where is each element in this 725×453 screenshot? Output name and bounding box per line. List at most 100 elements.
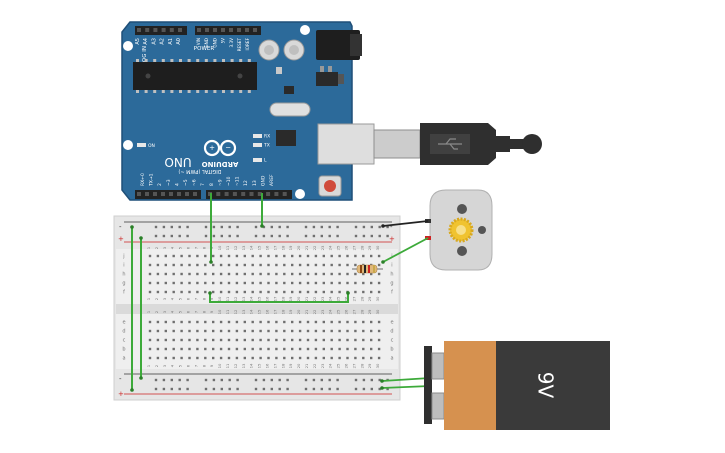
wires xyxy=(130,193,431,392)
reset-button-cap[interactable] xyxy=(324,180,336,192)
header-pin xyxy=(161,28,166,32)
row-label: g xyxy=(390,281,393,287)
column-label: 1 xyxy=(146,310,151,313)
column-label: 17 xyxy=(272,245,277,250)
column-label: 7 xyxy=(193,310,198,313)
wire-motor-positive[interactable] xyxy=(382,237,429,263)
column-label: 9 xyxy=(209,310,214,313)
column-label: 10 xyxy=(217,363,222,368)
header-pin xyxy=(257,192,262,196)
breadboard-labels: 1111222233334444555566667777888899991010… xyxy=(122,245,393,368)
row-label: i xyxy=(391,263,392,269)
column-label: 13 xyxy=(241,296,246,301)
header-pin xyxy=(245,28,249,32)
digital-pin-label: ~5 xyxy=(183,179,189,186)
row-label: e xyxy=(390,320,393,326)
column-label: 13 xyxy=(241,309,246,314)
column-label: 20 xyxy=(296,296,301,301)
battery-clip xyxy=(424,346,432,424)
wire-battery-negative[interactable] xyxy=(381,377,431,382)
digital-pin-label: 4 xyxy=(174,183,180,186)
row-label: j xyxy=(122,254,124,260)
column-label: 12 xyxy=(233,363,238,368)
header-pin xyxy=(197,28,201,32)
header-pin xyxy=(274,192,279,196)
digital-pin-label: 7 xyxy=(200,183,206,186)
header-pin xyxy=(178,28,182,32)
row-label: d xyxy=(122,329,125,335)
analog-header xyxy=(135,26,187,35)
microcontroller-chip xyxy=(133,62,257,90)
header-pin xyxy=(205,28,209,32)
analog-pin-label: A3 xyxy=(151,38,157,45)
l-label: L xyxy=(264,158,267,164)
column-label: 28 xyxy=(359,296,364,301)
column-label: 27 xyxy=(351,309,356,314)
row-label: f xyxy=(123,290,125,296)
column-label: 24 xyxy=(328,309,333,314)
digital-pin-label: GND xyxy=(260,175,266,186)
column-label: 6 xyxy=(186,297,191,300)
header-pin xyxy=(224,192,229,196)
digital-header-label: DIGITAL (PWM ~) xyxy=(178,168,221,174)
column-label: 10 xyxy=(217,245,222,250)
column-label: 1 xyxy=(146,246,151,249)
rail-label-plus: + xyxy=(118,235,124,243)
digital-pin-label: ~3 xyxy=(166,179,172,186)
header-pin xyxy=(241,192,246,196)
row-label: h xyxy=(390,272,393,278)
column-label: 20 xyxy=(296,245,301,250)
digital-pin-label: 13 xyxy=(252,180,258,186)
column-label: 6 xyxy=(186,364,191,367)
wire-battery-positive[interactable] xyxy=(381,385,431,389)
row-label: b xyxy=(122,347,125,353)
breadboard-holes xyxy=(148,225,389,391)
rx-label: RX xyxy=(264,134,270,140)
column-label: 2 xyxy=(154,364,159,367)
battery-9v[interactable]: 9V xyxy=(424,341,610,430)
column-label: 16 xyxy=(265,296,270,301)
dc-motor[interactable] xyxy=(425,189,493,271)
breadboard[interactable]: - + - + - + 1111222233334444555566667777… xyxy=(113,215,401,401)
column-label: 22 xyxy=(312,309,317,314)
brand-label: ARDUINO xyxy=(202,160,239,168)
wire-motor-negative[interactable] xyxy=(382,220,429,227)
column-label: 24 xyxy=(328,296,333,301)
column-label: 25 xyxy=(336,363,341,368)
column-label: 14 xyxy=(249,309,254,314)
header-pin xyxy=(161,192,165,196)
column-label: 13 xyxy=(241,245,246,250)
motor-shaft-gear-icon xyxy=(448,217,474,243)
column-label: 22 xyxy=(312,363,317,368)
power-pin-label: 3.3V xyxy=(229,38,234,48)
usb-cable[interactable] xyxy=(373,123,542,165)
column-label: 19 xyxy=(288,296,293,301)
mounting-hole xyxy=(295,189,305,199)
mounting-hole xyxy=(123,41,133,51)
power-pin-label: IOREF xyxy=(245,37,250,50)
analog-pin-label: A2 xyxy=(160,38,166,45)
rail-label-plus: + xyxy=(118,390,124,398)
column-label: 21 xyxy=(304,245,309,250)
column-label: 2 xyxy=(154,297,159,300)
header-pin xyxy=(213,28,217,32)
column-label: 26 xyxy=(344,245,349,250)
svg-text:+: + xyxy=(209,144,215,152)
wire-jumper[interactable] xyxy=(209,293,349,303)
mounting-hole xyxy=(123,140,133,150)
column-label: 7 xyxy=(193,246,198,249)
column-label: 15 xyxy=(257,245,262,250)
column-label: 10 xyxy=(217,309,222,314)
power-pin-label: RESET xyxy=(237,38,242,52)
column-label: 14 xyxy=(249,245,254,250)
crystal-oscillator xyxy=(269,102,311,117)
row-label: g xyxy=(122,281,125,287)
header-pin xyxy=(153,192,157,196)
battery-body-black xyxy=(496,341,610,430)
digital-pin-label: ~10 xyxy=(226,176,232,186)
column-label: 8 xyxy=(201,297,206,300)
digital-pin-label: RX←0 xyxy=(140,173,146,186)
resistor[interactable] xyxy=(352,264,383,274)
